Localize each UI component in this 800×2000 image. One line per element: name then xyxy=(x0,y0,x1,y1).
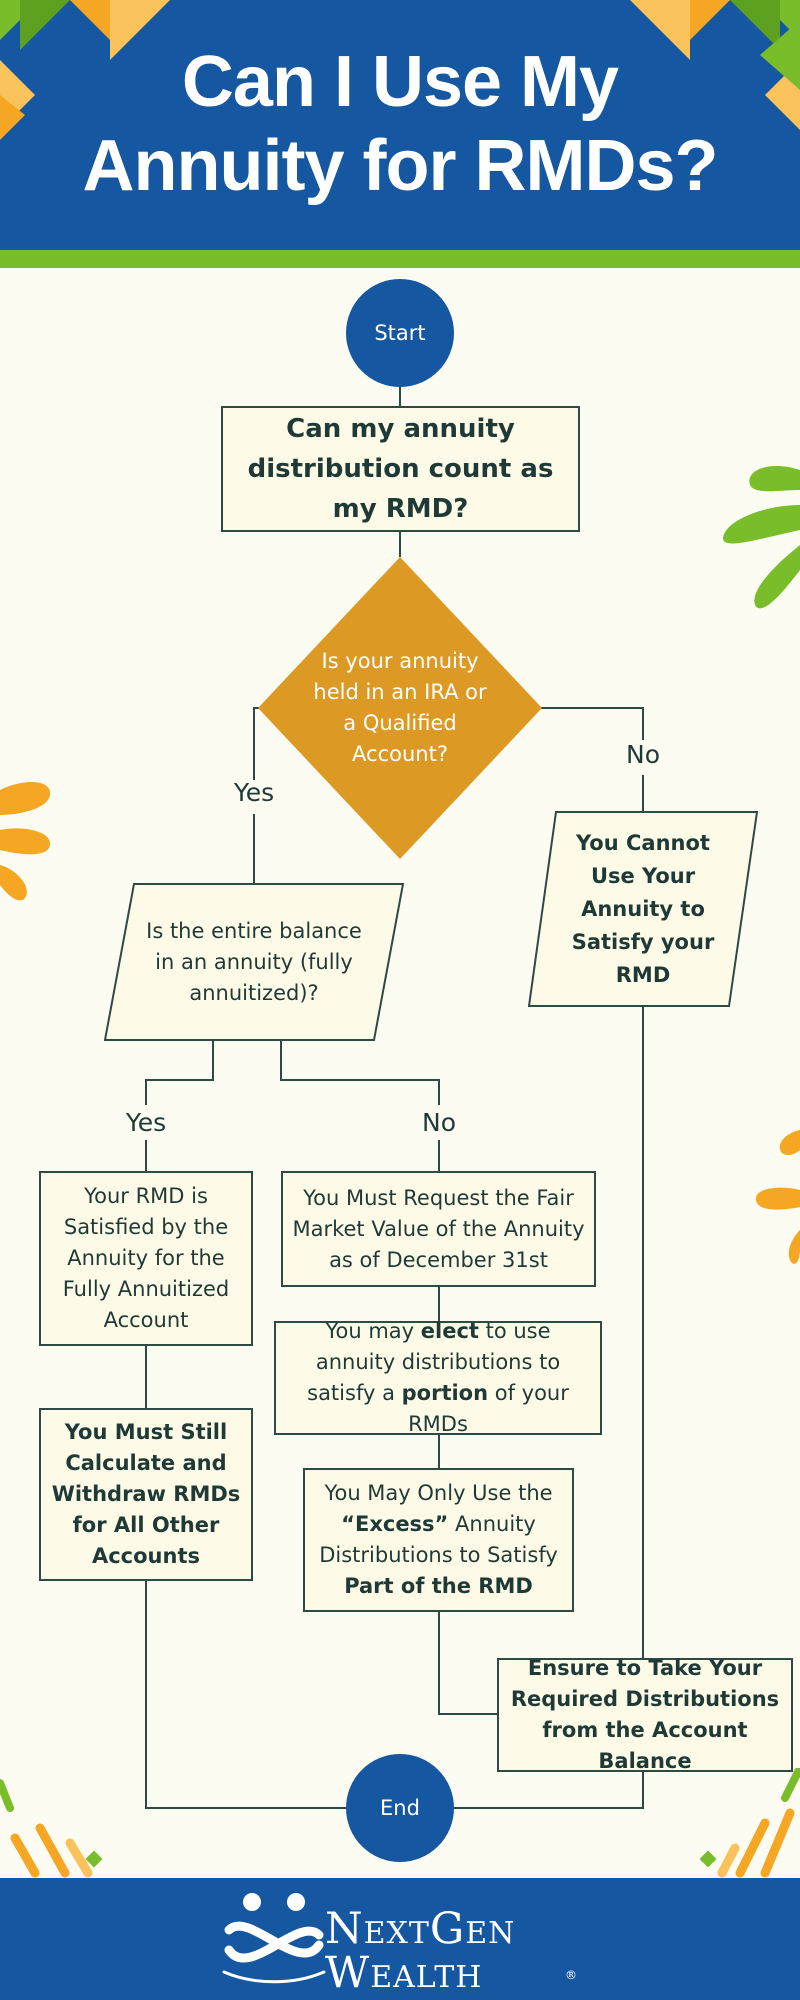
start-node: Start xyxy=(346,279,454,387)
connector-q2-no xyxy=(280,1040,440,1105)
leaf-decoration-right-top xyxy=(723,465,800,609)
label-no-ira: No xyxy=(626,740,660,769)
brand-line-1: NextGen xyxy=(325,1904,516,1954)
title-line-1: Can I Use My xyxy=(181,42,619,122)
question-annuity-rmd-text: Can my annuity distribution count as my … xyxy=(247,414,554,524)
connector-mustcalc-end xyxy=(145,1581,346,1809)
end-label: End xyxy=(380,1796,420,1820)
rmd-satisfied-box: Your RMD is Satisfied by the Annuity for… xyxy=(39,1171,253,1346)
fair-market-value-text: You Must Request the Fair Market Value o… xyxy=(292,1185,585,1272)
header-decoration-left xyxy=(0,0,170,140)
leaf-decoration-left xyxy=(0,782,51,901)
connector-ensure-end xyxy=(454,1772,644,1809)
header-decoration-right xyxy=(630,0,800,130)
page-title: Can I Use My Annuity for RMDs? xyxy=(0,40,800,208)
leaf-decoration-right-mid xyxy=(755,1130,800,1264)
ensure-distributions-text: Ensure to Take Your Required Distributio… xyxy=(510,1656,780,1773)
brand-wordmark: NextGen Wealth ® xyxy=(325,1904,577,1998)
rmd-satisfied-text: Your RMD is Satisfied by the Annuity for… xyxy=(62,1184,230,1332)
label-yes-annuitized: Yes xyxy=(125,1108,167,1137)
stripe-decoration-bottom-right xyxy=(699,1768,800,1878)
cannot-use-parallelogram xyxy=(528,811,758,1007)
connector-d1-no xyxy=(540,707,644,740)
excess-distributions-box: You May Only Use the “Excess” Annuity Di… xyxy=(303,1468,574,1612)
title-line-2: Annuity for RMDs? xyxy=(82,126,719,206)
start-label: Start xyxy=(374,321,426,345)
fully-annuitized-text-box: Is the entire balance in an annuity (ful… xyxy=(138,887,370,1037)
elect-portion-box: You may elect to use annuity distributio… xyxy=(274,1319,602,1436)
label-no-annuitized: No xyxy=(422,1108,456,1137)
stripe-decoration-bottom-left xyxy=(0,1779,103,1878)
cannot-use-text: You Cannot Use Your Annuity to Satisfy y… xyxy=(571,830,715,987)
excess-distributions-text: You May Only Use the “Excess” Annuity Di… xyxy=(319,1481,558,1598)
end-node: End xyxy=(346,1754,454,1862)
decision-ira-diamond xyxy=(258,557,542,859)
fair-market-value-box: You Must Request the Fair Market Value o… xyxy=(281,1171,596,1287)
question-annuity-rmd: Can my annuity distribution count as my … xyxy=(221,406,580,532)
header-banner: Can I Use My Annuity for RMDs? xyxy=(0,0,800,250)
brand-line-2: Wealth xyxy=(325,1948,483,1998)
connector-excess-ensure xyxy=(438,1612,497,1715)
decision-ira-text: Is your annuity held in an IRA or a Qual… xyxy=(313,649,487,766)
connector-q2-yes xyxy=(145,1040,214,1105)
header-divider xyxy=(0,250,800,268)
footer-banner xyxy=(0,1878,800,2000)
elect-portion-text: You may elect to use annuity distributio… xyxy=(307,1319,569,1436)
decision-ira-text-box: Is your annuity held in an IRA or a Qual… xyxy=(310,625,490,791)
cannot-use-text-box: You Cannot Use Your Annuity to Satisfy y… xyxy=(560,815,726,1003)
nextgen-logo-icon xyxy=(222,1893,326,1984)
brand-registered-mark: ® xyxy=(565,1968,577,1982)
fully-annuitized-parallelogram xyxy=(104,883,404,1041)
label-yes-ira: Yes xyxy=(233,778,275,807)
must-calculate-box: You Must Still Calculate and Withdraw RM… xyxy=(39,1408,253,1581)
fully-annuitized-text: Is the entire balance in an annuity (ful… xyxy=(146,918,362,1005)
ensure-distributions-box: Ensure to Take Your Required Distributio… xyxy=(497,1656,793,1773)
must-calculate-text: You Must Still Calculate and Withdraw RM… xyxy=(51,1420,241,1568)
